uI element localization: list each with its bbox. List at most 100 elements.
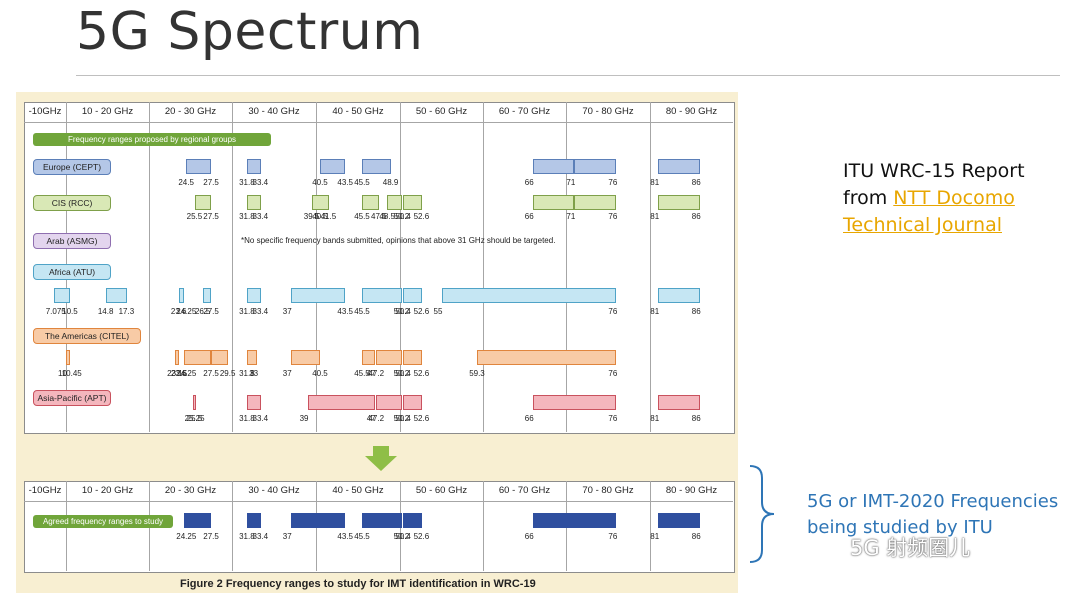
agreed-band-bar <box>184 513 212 528</box>
band-bar <box>658 195 700 210</box>
agreed-band-bar <box>532 513 617 528</box>
frequency-label: 7.075 <box>45 307 66 316</box>
source-line-2: from NTT Docomo <box>843 185 1025 212</box>
column-header: 20 - 30 GHz <box>164 485 217 496</box>
frequency-label: 50.4 <box>395 369 411 378</box>
imt-line-1: 5G or IMT-2020 Frequencies <box>807 491 1059 512</box>
region-label: The Americas (CITEL) <box>33 328 141 344</box>
frequency-label: 31.8 <box>239 212 255 221</box>
frequency-label: 10.45 <box>61 369 82 378</box>
column-header: 40 - 50 GHz <box>332 106 384 117</box>
frequency-label: 86 <box>691 307 701 316</box>
frequency-label: 41.5 <box>320 212 337 221</box>
column-divider <box>316 102 317 432</box>
column-header: 60 - 70 GHz <box>498 485 551 496</box>
frequency-label: 45.5 <box>354 307 370 316</box>
frequency-label: 14.8 <box>97 307 114 316</box>
band-bar <box>194 195 212 210</box>
ntt-docomo-link[interactable]: NTT Docomo <box>893 187 1015 209</box>
column-header: 70 - 80 GHz <box>582 485 634 496</box>
frequency-label: 31.8 <box>239 414 255 423</box>
band-bar <box>403 350 422 365</box>
column-divider <box>483 102 484 432</box>
band-bar <box>574 195 617 210</box>
technical-journal-link[interactable]: Technical Journal <box>843 214 1002 236</box>
band-bar <box>532 395 617 410</box>
frequency-label: 76 <box>608 414 618 423</box>
column-header: 60 - 70 GHz <box>498 106 551 117</box>
frequency-label: 37 <box>282 307 292 316</box>
frequency-label: 81 <box>650 212 660 221</box>
agreed-frequency-label: 50.2 <box>393 532 410 541</box>
band-bar <box>186 159 212 174</box>
band-bar <box>53 288 71 303</box>
column-header: 40 - 50 GHz <box>332 485 384 496</box>
region-label: Africa (ATU) <box>33 264 111 280</box>
frequency-label: 50.4 <box>395 212 411 221</box>
column-divider <box>650 481 651 571</box>
band-bar <box>247 395 261 410</box>
frequency-label: 43.5 <box>337 307 353 316</box>
agreed-frequency-label: 37 <box>282 532 292 541</box>
band-bar <box>376 350 402 365</box>
column-divider <box>650 102 651 432</box>
frequency-label: 52.6 <box>413 414 430 423</box>
frequency-label: 45.5 <box>354 369 370 378</box>
frequency-label: 66 <box>524 212 534 221</box>
column-header: 20 - 30 GHz <box>164 106 217 117</box>
column-header: 70 - 80 GHz <box>582 106 634 117</box>
band-bar <box>211 350 228 365</box>
column-header: 10 - 20 GHz <box>81 106 134 117</box>
band-bar <box>532 195 575 210</box>
frequency-label: 24.25 <box>176 307 197 316</box>
band-bar <box>66 350 70 365</box>
band-bar <box>403 395 422 410</box>
frequency-label: 40.5 <box>312 178 328 187</box>
frequency-label: 47.5 <box>371 212 387 221</box>
frequency-label: 50.2 <box>393 212 410 221</box>
agreed-frequency-label: 81 <box>650 532 660 541</box>
band-bar <box>658 159 700 174</box>
frequency-label: 50.2 <box>393 369 410 378</box>
band-bar <box>192 395 196 410</box>
frequency-label: 48.9 <box>382 178 399 187</box>
frequency-label: 40.5 <box>312 369 328 378</box>
frequency-label: 29.5 <box>219 369 236 378</box>
frequency-label: 45.5 <box>354 212 370 221</box>
region-label: Asia-Pacific (APT) <box>33 390 111 406</box>
band-bar <box>532 159 575 174</box>
frequency-label: 86 <box>691 212 701 221</box>
band-bar <box>403 288 422 303</box>
frequency-label: 47 <box>366 414 376 423</box>
agreed-frequency-label: 86 <box>691 532 701 541</box>
agreed-frequency-label: 33.4 <box>252 532 269 541</box>
frequency-label: 59.3 <box>469 369 485 378</box>
agreed-frequency-label: 52.6 <box>413 532 430 541</box>
frequency-label: 66 <box>524 414 534 423</box>
frequency-label: 47.2 <box>368 414 385 423</box>
frequency-label: 27.5 <box>203 178 219 187</box>
band-bar <box>362 350 375 365</box>
figure-caption: Figure 2 Frequency ranges to study for I… <box>180 578 536 590</box>
column-header: 10 - 20 GHz <box>81 485 134 496</box>
frequency-label: 33.4 <box>252 178 269 187</box>
frequency-label: 39 <box>299 414 309 423</box>
band-bar <box>307 395 375 410</box>
region-label: Arab (ASMG) <box>33 233 111 249</box>
imt-line-2: being studied by ITU <box>807 517 993 538</box>
column-header: 30 - 40 GHz <box>248 106 300 117</box>
band-bar <box>387 195 402 210</box>
region-label: CIS (RCC) <box>33 195 111 211</box>
frequency-label: 10 <box>58 369 67 378</box>
band-bar <box>105 288 127 303</box>
band-bar <box>574 159 617 174</box>
agreed-band-bar <box>290 513 346 528</box>
right-brace-icon <box>749 465 775 563</box>
column-divider <box>232 102 233 432</box>
band-bar <box>184 350 212 365</box>
agreed-frequency-label: 76 <box>608 532 618 541</box>
column-header: -10GHz <box>28 106 62 117</box>
frequency-label: 81 <box>650 178 660 187</box>
agreed-band-bar <box>247 513 261 528</box>
source-prefix: from <box>843 187 894 209</box>
